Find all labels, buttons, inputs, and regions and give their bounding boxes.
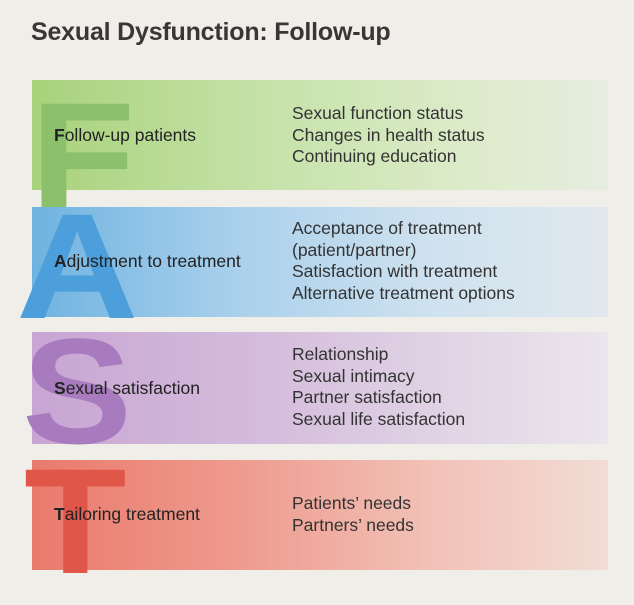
item-list: Acceptance of treatment (patient/partner… <box>292 218 515 305</box>
band-background <box>32 80 608 190</box>
row-label: Tailoring treatment <box>54 504 200 525</box>
list-item: Sexual function status <box>292 103 464 123</box>
list-item: Satisfaction with treatment <box>292 261 498 282</box>
list-item: Continuing education <box>292 146 457 167</box>
list-item: Sexual intimacy <box>292 365 415 386</box>
row-follow-up: F Follow-up patients Sexual function sta… <box>0 80 634 230</box>
big-letter-f: F <box>30 71 136 239</box>
label-rest: ailoring treatment <box>64 504 200 524</box>
band-background <box>32 332 608 444</box>
list-item: Sexual life satisfaction <box>292 409 466 430</box>
label-lead-letter: S <box>54 378 66 398</box>
row-label: Adjustment to treatment <box>54 251 241 272</box>
label-lead-letter: T <box>54 504 65 524</box>
item-list: Relationship Sexual intimacy Partner sat… <box>292 344 465 431</box>
band-background <box>32 460 608 570</box>
label-lead-letter: F <box>54 125 65 145</box>
list-item: Patients’ needs <box>292 493 412 513</box>
label-rest: exual satisfaction <box>65 378 200 398</box>
list-item: Alternative treatment options <box>292 283 515 304</box>
big-letter-a: A <box>16 182 139 350</box>
label-rest: djustment to treatment <box>66 251 241 271</box>
list-item: Relationship <box>292 344 389 364</box>
label-lead-letter: A <box>54 251 67 271</box>
big-letter-s: S <box>22 307 133 475</box>
list-item: Partner satisfaction <box>292 387 442 408</box>
page-title: Sexual Dysfunction: Follow-up <box>31 18 391 46</box>
row-sexual-satisfaction: S Sexual satisfaction Relationship Sexua… <box>0 316 634 466</box>
row-label: Follow-up patients <box>54 125 196 146</box>
list-item: Changes in health status <box>292 124 485 145</box>
row-tailoring: T Tailoring treatment Patients’ needs Pa… <box>0 446 634 596</box>
big-letter-t: T <box>24 437 127 605</box>
label-rest: ollow-up patients <box>64 125 197 145</box>
band-background <box>32 207 608 317</box>
list-item: (patient/partner) <box>292 239 417 260</box>
row-label: Sexual satisfaction <box>54 378 200 399</box>
item-list: Patients’ needs Partners’ needs <box>292 493 414 536</box>
item-list: Sexual function status Changes in health… <box>292 103 485 168</box>
list-item: Partners’ needs <box>292 514 414 535</box>
row-adjustment: A Adjustment to treatment Acceptance of … <box>0 191 634 341</box>
list-item: Acceptance of treatment <box>292 218 482 238</box>
